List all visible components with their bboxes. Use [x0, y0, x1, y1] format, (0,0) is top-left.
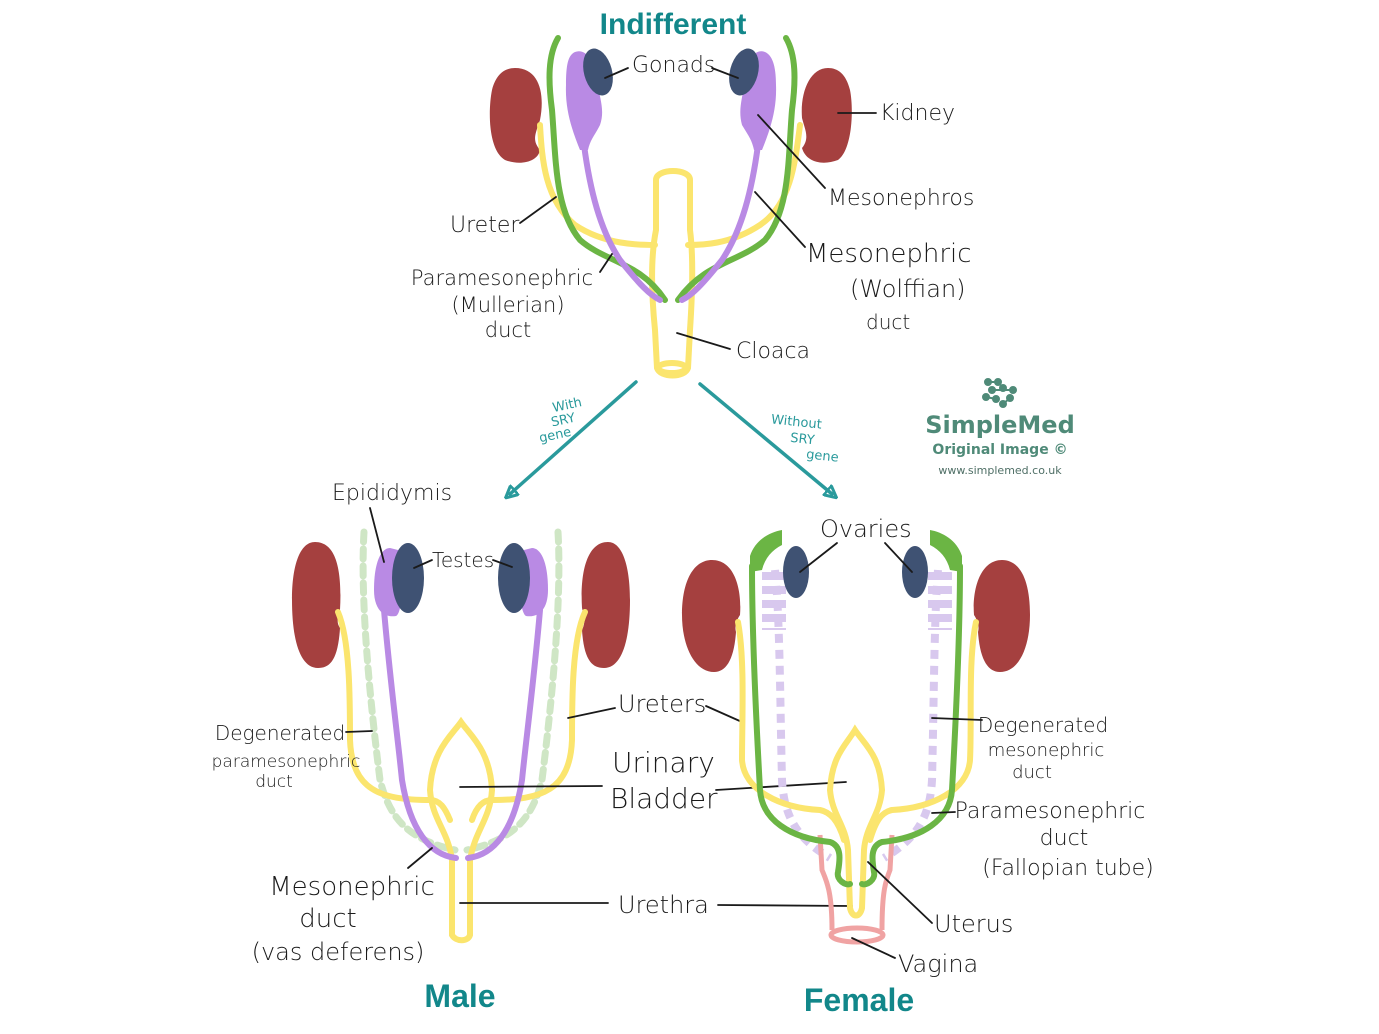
degenerated-mesonephric-duct	[771, 569, 942, 862]
label-urinary-bladder-1: Bladder	[610, 782, 718, 815]
label-degenerated-paramesonephric-2: duct	[255, 772, 293, 792]
title-female: Female	[804, 982, 914, 1018]
indifferent-stage: Indifferent	[411, 8, 974, 379]
kidney-female-left	[682, 560, 741, 672]
label-without-sry-2: gene	[805, 447, 839, 465]
developmental-arrows: With SRY gene Without SRY gene	[510, 380, 839, 494]
label-paramesonephric-1: (Mullerian)	[451, 293, 564, 317]
simplemed-watermark: SimpleMed Original Image © www.simplemed…	[925, 378, 1075, 477]
vagina	[817, 834, 895, 945]
label-degenerated-mesonephric-1: mesonephric	[988, 740, 1105, 761]
label-vas-deferens-2: (vas deferens)	[252, 938, 425, 966]
label-with-sry-0: With	[551, 395, 583, 416]
mesonephric-duct-indifferent	[581, 142, 761, 303]
label-testes: Testes	[432, 548, 494, 572]
gonad-right	[729, 48, 759, 96]
label-epididymis: Epididymis	[332, 481, 452, 506]
simplemed-logo-icon	[982, 378, 1017, 408]
urinary-tract-female	[735, 619, 979, 919]
kidney-female-right	[973, 560, 1030, 672]
kidney-left	[489, 68, 542, 163]
label-paramesonephric-female-2: (Fallopian tube)	[982, 856, 1154, 881]
fimbriae-left	[750, 530, 782, 572]
label-paramesonephric-female-0: Paramesonephric	[955, 799, 1146, 824]
label-with-sry-2: gene	[538, 425, 573, 446]
label-paramesonephric-female-1: duct	[1040, 826, 1089, 851]
label-gonads: Gonads	[632, 53, 715, 78]
label-ovaries: Ovaries	[820, 515, 912, 543]
gonad-left	[583, 48, 613, 96]
label-vas-deferens-1: duct	[299, 904, 356, 934]
shared-labels: Ureters Urinary Bladder Urethra	[459, 690, 853, 919]
ureter-indifferent	[537, 122, 803, 379]
kidney-male-left	[292, 542, 341, 668]
label-cloaca: Cloaca	[736, 339, 810, 364]
label-with-sry-1: SRY	[550, 411, 577, 431]
title-male: Male	[424, 978, 495, 1014]
watermark-subtitle: Original Image ©	[932, 442, 1067, 458]
vas-deferens	[381, 607, 543, 861]
arrow-male	[510, 380, 638, 494]
testis-left	[392, 543, 424, 613]
female-stage: Ovaries Degenerated mesonephric duct Par…	[682, 515, 1154, 1018]
urinary-tract-male	[335, 609, 588, 944]
title-indifferent: Indifferent	[600, 8, 747, 41]
label-degenerated-paramesonephric-0: Degenerated	[215, 721, 345, 745]
label-mesonephric-2: duct	[866, 310, 910, 334]
male-stage: Epididymis Testes Degenerated paramesone…	[212, 481, 630, 1014]
label-mesonephric-0: Mesonephric	[806, 239, 972, 269]
testis-right	[498, 543, 530, 613]
mesonephros-remnant	[762, 572, 952, 630]
paramesonephric-duct-female	[749, 563, 963, 888]
fimbriae-right	[930, 530, 962, 572]
label-kidney: Kidney	[880, 101, 955, 126]
label-degenerated-paramesonephric-1: paramesonephric	[212, 752, 361, 772]
ovary-left	[783, 546, 809, 598]
label-mesonephros: Mesonephros	[828, 186, 974, 211]
watermark-brand: SimpleMed	[925, 411, 1075, 439]
label-ureters: Ureters	[618, 690, 706, 718]
label-urethra: Urethra	[618, 891, 709, 919]
arrow-female	[698, 382, 832, 494]
label-ureter: Ureter	[450, 213, 520, 238]
label-uterus: Uterus	[934, 910, 1013, 938]
label-degenerated-mesonephric-2: duct	[1012, 762, 1052, 783]
label-vas-deferens-0: Mesonephric	[269, 872, 435, 902]
label-paramesonephric-2: duct	[485, 318, 531, 342]
label-paramesonephric-0: Paramesonephric	[411, 266, 593, 290]
label-without-sry-0: Without	[770, 412, 822, 432]
degenerated-paramesonephric-duct	[359, 528, 563, 854]
kidney-male-right	[581, 542, 630, 668]
label-mesonephric-1: (Wolffian)	[850, 275, 966, 303]
label-without-sry-1: SRY	[789, 431, 815, 448]
label-degenerated-mesonephric-0: Degenerated	[978, 713, 1108, 737]
label-urinary-bladder-0: Urinary	[612, 746, 715, 779]
kidney-right	[801, 68, 852, 163]
watermark-url: www.simplemed.co.uk	[938, 464, 1062, 477]
label-vagina: Vagina	[898, 950, 978, 978]
ovary-right	[902, 546, 928, 598]
